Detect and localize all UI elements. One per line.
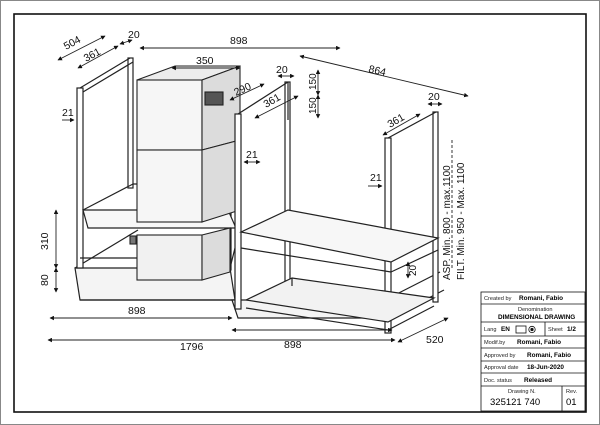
dim-base-height: 80 bbox=[39, 274, 51, 286]
title-block bbox=[480, 291, 586, 412]
dim-mid-inner-depth: 361 bbox=[262, 91, 283, 110]
title-block-text: Created by Romani, Fabio Denomination DI… bbox=[484, 295, 578, 408]
dim-right-post-side: 21 bbox=[370, 172, 382, 184]
sheet-label: Sheet bbox=[548, 327, 563, 333]
approved-by-value: Romani, Fabio bbox=[527, 352, 571, 359]
dim-shelf-height: 310 bbox=[39, 232, 51, 250]
hood-chimney bbox=[129, 65, 241, 281]
dim-right-post-top: 20 bbox=[428, 91, 440, 103]
modified-by-value: Romani, Fabio bbox=[517, 339, 561, 346]
dim-chimney-side: 21 bbox=[246, 149, 258, 161]
created-by-value: Romani, Fabio bbox=[519, 295, 563, 302]
rev-label: Rev. bbox=[566, 389, 578, 395]
dimension-labels: 504 361 20 898 350 290 21 21 20 361 150 … bbox=[39, 29, 467, 353]
approval-date-label: Approval date bbox=[484, 365, 519, 371]
denomination-value: DIMENSIONAL DRAWING bbox=[498, 314, 575, 321]
dim-left-unit-width: 898 bbox=[128, 305, 146, 317]
dimension-lines bbox=[47, 35, 469, 343]
approved-by-label: Approved by bbox=[484, 353, 516, 359]
approval-date-value: 18-Jun-2020 bbox=[527, 364, 564, 371]
dim-filt-range: FILT. Min. 950 - Max. 1100 bbox=[456, 162, 467, 280]
dim-chimney-width: 350 bbox=[196, 55, 214, 67]
sheet-value: 1/2 bbox=[567, 326, 576, 333]
dim-base-depth: 520 bbox=[426, 334, 444, 346]
denomination-label: Denomination bbox=[518, 307, 553, 313]
dim-right-lower-gap: 20 bbox=[408, 264, 419, 276]
modified-by-label: Modif.by bbox=[484, 340, 505, 346]
dim-total-width: 1796 bbox=[180, 341, 204, 353]
dim-right-top-width: 864 bbox=[367, 63, 387, 79]
dim-asp-range: ASP. Min. 800 - max.1100 bbox=[442, 165, 453, 280]
dim-right-inner-depth: 361 bbox=[386, 111, 407, 130]
sheet-frame bbox=[13, 13, 587, 413]
lang-label: Lang bbox=[484, 327, 496, 333]
dim-top-span-width: 898 bbox=[230, 35, 248, 47]
drawing-number-label: Drawing N. bbox=[508, 389, 536, 395]
lang-value: EN bbox=[501, 326, 510, 333]
created-by-label: Created by bbox=[484, 296, 512, 302]
doc-status-value: Released bbox=[524, 377, 552, 384]
dim-mid-height-a: 150 bbox=[308, 73, 319, 90]
dim-left-post-top: 20 bbox=[128, 29, 140, 41]
doc-status-label: Doc. status bbox=[484, 378, 512, 384]
dim-left-depth: 504 bbox=[62, 34, 83, 53]
dim-left-inner-depth: 361 bbox=[82, 46, 103, 65]
right-unit bbox=[231, 81, 445, 334]
dim-mid-post-top: 20 bbox=[276, 64, 288, 76]
drawing-number-value: 325121 740 bbox=[490, 397, 540, 408]
rev-value: 01 bbox=[566, 397, 577, 408]
dim-right-unit-width: 898 bbox=[284, 339, 302, 351]
dim-mid-height-b: 150 bbox=[308, 97, 319, 114]
dim-left-post-side: 21 bbox=[62, 107, 74, 119]
